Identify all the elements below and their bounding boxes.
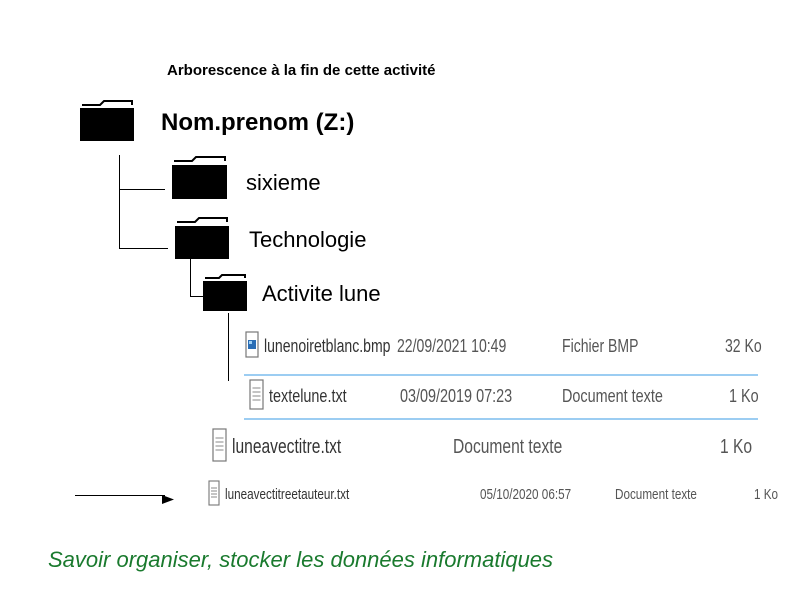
tree-connector-files: [228, 313, 229, 381]
file-size: 1 Ko: [729, 386, 759, 406]
file-name: luneavectitre.txt: [232, 436, 342, 458]
file-date: 05/10/2020 06:57: [480, 486, 572, 503]
root-folder-label: Nom.prenom (Z:): [161, 109, 355, 136]
file-date: 22/09/2021 10:49: [397, 336, 507, 356]
file-name: textelune.txt: [269, 386, 347, 406]
sixieme-folder-label: sixieme: [246, 170, 321, 195]
arrow-right-icon: [162, 491, 174, 509]
activite-lune-folder-label: Activite lune: [262, 281, 381, 306]
tree-connector-technologie: [119, 248, 168, 249]
footer-caption: Savoir organiser, stocker les données in…: [48, 547, 554, 572]
file-size: 1 Ko: [754, 486, 779, 503]
root-folder-icon: [80, 99, 134, 141]
file-name: lunenoiretblanc.bmp: [264, 336, 391, 356]
tree-connector-activite-vertical: [190, 259, 191, 296]
activite-lune-folder-icon: [203, 273, 247, 311]
row-separator: [244, 418, 758, 420]
file-type: Fichier BMP: [562, 336, 639, 356]
text-file-icon: [208, 480, 220, 506]
file-type: Document texte: [615, 486, 697, 503]
file-name: luneavectitreetauteur.txt: [225, 486, 350, 503]
tree-connector-sixieme: [119, 189, 165, 190]
tree-connector-activite: [190, 296, 204, 297]
bmp-file-icon: [245, 331, 259, 358]
file-type: Document texte: [562, 386, 663, 406]
sixieme-folder-icon: [172, 155, 227, 199]
file-date: 03/09/2019 07:23: [400, 386, 513, 406]
arrow-line: [75, 495, 165, 496]
text-file-icon: [249, 379, 264, 410]
technologie-folder-icon: [175, 216, 229, 259]
tree-connector-vertical: [119, 155, 120, 248]
diagram-title: Arborescence à la fin de cette activité: [167, 62, 436, 79]
technologie-folder-label: Technologie: [249, 227, 367, 252]
text-file-icon: [212, 428, 227, 462]
file-type: Document texte: [453, 436, 563, 458]
file-size: 32 Ko: [725, 336, 762, 356]
file-size: 1 Ko: [720, 436, 753, 458]
row-separator: [244, 374, 758, 376]
